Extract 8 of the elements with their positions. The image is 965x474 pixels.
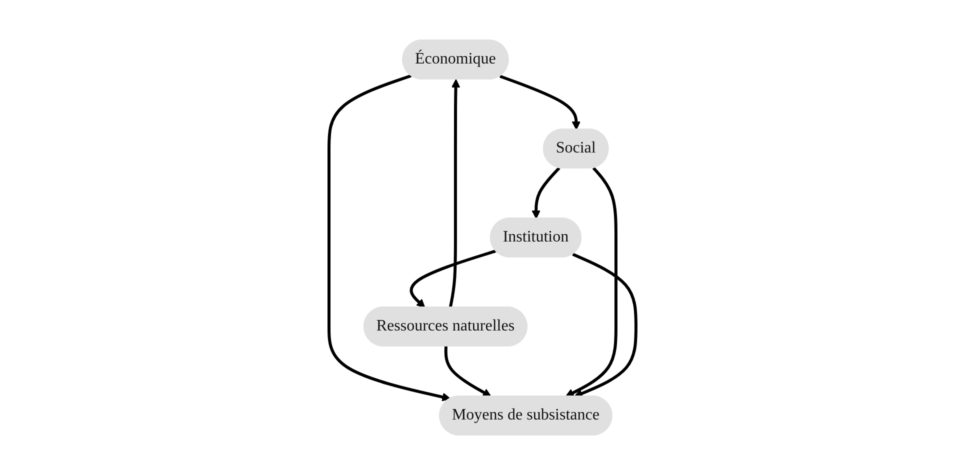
arrow (532, 166, 560, 218)
arrow (448, 78, 460, 308)
arrow (565, 166, 618, 396)
arrow (328, 74, 451, 401)
arrow (500, 74, 581, 130)
arrow (572, 252, 638, 398)
arrow (410, 249, 496, 308)
arrow (444, 346, 492, 396)
